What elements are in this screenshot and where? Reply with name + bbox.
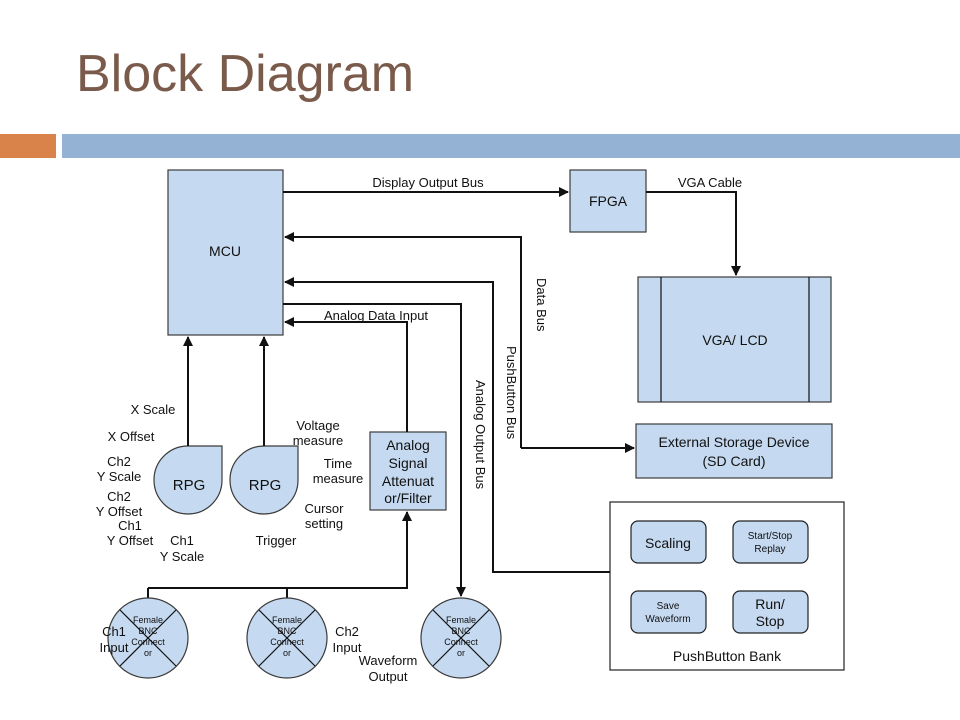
ch1-yoffset-label-line2: Y Offset <box>107 533 154 548</box>
pushbutton-bank-label: PushButton Bank <box>673 648 782 664</box>
runstop-label-line1: Run/ <box>755 596 785 612</box>
ch1-yscale-label-line2: Y Scale <box>160 549 205 564</box>
pushbutton-bus: PushButton Bus <box>284 277 610 573</box>
cursor-setting-label-line2: setting <box>305 516 343 531</box>
pushbutton-bank: PushButton Bank Scaling Start/Stop Repla… <box>609 501 845 671</box>
bnc2-label-line4: or <box>283 648 291 658</box>
ch2-yscale-label-line1: Ch2 <box>107 454 131 469</box>
display-output-bus: Display Output Bus <box>283 175 569 197</box>
vga-cable-label: VGA Cable <box>678 175 742 190</box>
ch1-input-label-line2: Input <box>100 640 129 655</box>
bnc3-label-line2: BNC <box>451 626 471 636</box>
bnc-connector-ch1: Female BNC Connect or <box>107 597 189 679</box>
ch2-input-label-line2: Input <box>333 640 362 655</box>
input-wiring <box>147 511 412 598</box>
ch2-yoffset-label-line1: Ch2 <box>107 489 131 504</box>
cursor-setting-label-line1: Cursor <box>304 501 344 516</box>
waveform-output-label-line2: Output <box>368 669 407 684</box>
data-bus-label: Data Bus <box>534 278 549 332</box>
save-label-line2: Waveform <box>645 614 690 625</box>
save-label-line1: Save <box>657 601 680 612</box>
mcu-block: MCU <box>167 169 284 336</box>
analog-output-bus: Analog Output Bus <box>283 303 488 597</box>
rpg1-function-labels: X Scale X Offset Ch2 Y Scale Ch2 Y Offse… <box>96 402 205 564</box>
save-waveform-button: Save Waveform <box>630 590 707 634</box>
pushbutton-bus-label: PushButton Bus <box>504 346 519 440</box>
vga-lcd-block: VGA/ LCD <box>637 276 832 403</box>
bnc1-label-line1: Female <box>133 615 163 625</box>
ch1-yscale-label-line1: Ch1 <box>170 533 194 548</box>
bnc3-label-line1: Female <box>446 615 476 625</box>
time-measure-label-line2: measure <box>313 471 364 486</box>
analog-label-line1: Analog <box>386 437 430 453</box>
startstop-label-line2: Replay <box>754 544 785 555</box>
trigger-label: Trigger <box>256 533 297 548</box>
rpg2-label: RPG <box>249 477 282 494</box>
display-output-bus-label: Display Output Bus <box>372 175 484 190</box>
bnc-connector-ch2: Female BNC Connect or <box>246 597 328 679</box>
connector-labels: Ch1 Input Ch2 Input Waveform Output <box>100 624 418 684</box>
runstop-label-line2: Stop <box>756 613 785 629</box>
analog-data-input-label: Analog Data Input <box>324 308 428 323</box>
bnc3-label-line4: or <box>457 648 465 658</box>
x-offset-label: X Offset <box>108 429 155 444</box>
storage-label-line1: External Storage Device <box>659 434 810 450</box>
bnc3-label-line3: Connect <box>444 637 478 647</box>
analog-data-input: Analog Data Input <box>284 308 428 432</box>
rpg-block-2: RPG <box>229 445 299 515</box>
rpg-block-1: RPG <box>153 445 223 515</box>
rpg2-function-labels: Voltage measure Time measure Cursor sett… <box>256 418 364 548</box>
run-stop-button: Run/ Stop <box>732 590 809 634</box>
x-scale-label: X Scale <box>131 402 176 417</box>
bnc1-label-line3: Connect <box>131 637 165 647</box>
bnc1-label-line4: or <box>144 648 152 658</box>
storage-label-line2: (SD Card) <box>702 453 765 469</box>
analog-attenuator-block: Analog Signal Attenuat or/Filter <box>369 431 447 511</box>
ch2-yoffset-label-line2: Y Offset <box>96 504 143 519</box>
fpga-label: FPGA <box>589 193 628 209</box>
title-accent-bar-orange <box>0 134 56 158</box>
ch2-input-label-line1: Ch2 <box>335 624 359 639</box>
mcu-label: MCU <box>209 243 241 259</box>
bnc-connector-waveform-output: Female BNC Connect or <box>420 597 502 679</box>
time-measure-label-line1: Time <box>324 456 352 471</box>
bnc2-label-line1: Female <box>272 615 302 625</box>
rpg1-label: RPG <box>173 477 206 494</box>
analog-label-line4: or/Filter <box>384 490 432 506</box>
vga-lcd-label: VGA/ LCD <box>702 332 767 348</box>
scaling-button-label: Scaling <box>645 535 691 551</box>
analog-label-line2: Signal <box>389 455 428 471</box>
ch1-yoffset-label-line1: Ch1 <box>118 518 142 533</box>
ch1-input-label-line1: Ch1 <box>102 624 126 639</box>
data-bus: Data Bus <box>284 232 635 453</box>
ch2-yscale-label-line2: Y Scale <box>97 469 142 484</box>
vga-cable: VGA Cable <box>646 175 742 276</box>
bnc1-label-line2: BNC <box>138 626 158 636</box>
external-storage-block: External Storage Device (SD Card) <box>635 423 833 479</box>
fpga-block: FPGA <box>569 169 647 233</box>
scaling-button: Scaling <box>630 520 707 564</box>
bnc2-label-line3: Connect <box>270 637 304 647</box>
voltage-measure-label-line1: Voltage <box>296 418 339 433</box>
bnc2-label-line2: BNC <box>277 626 297 636</box>
startstop-label-line1: Start/Stop <box>748 531 793 542</box>
slide-title: Block Diagram <box>76 45 415 103</box>
title-accent-bar-blue <box>62 134 960 158</box>
analog-label-line3: Attenuat <box>382 473 434 489</box>
startstop-replay-button: Start/Stop Replay <box>732 520 809 564</box>
waveform-output-label-line1: Waveform <box>359 653 418 668</box>
voltage-measure-label-line2: measure <box>293 433 344 448</box>
analog-output-bus-label: Analog Output Bus <box>473 380 488 490</box>
